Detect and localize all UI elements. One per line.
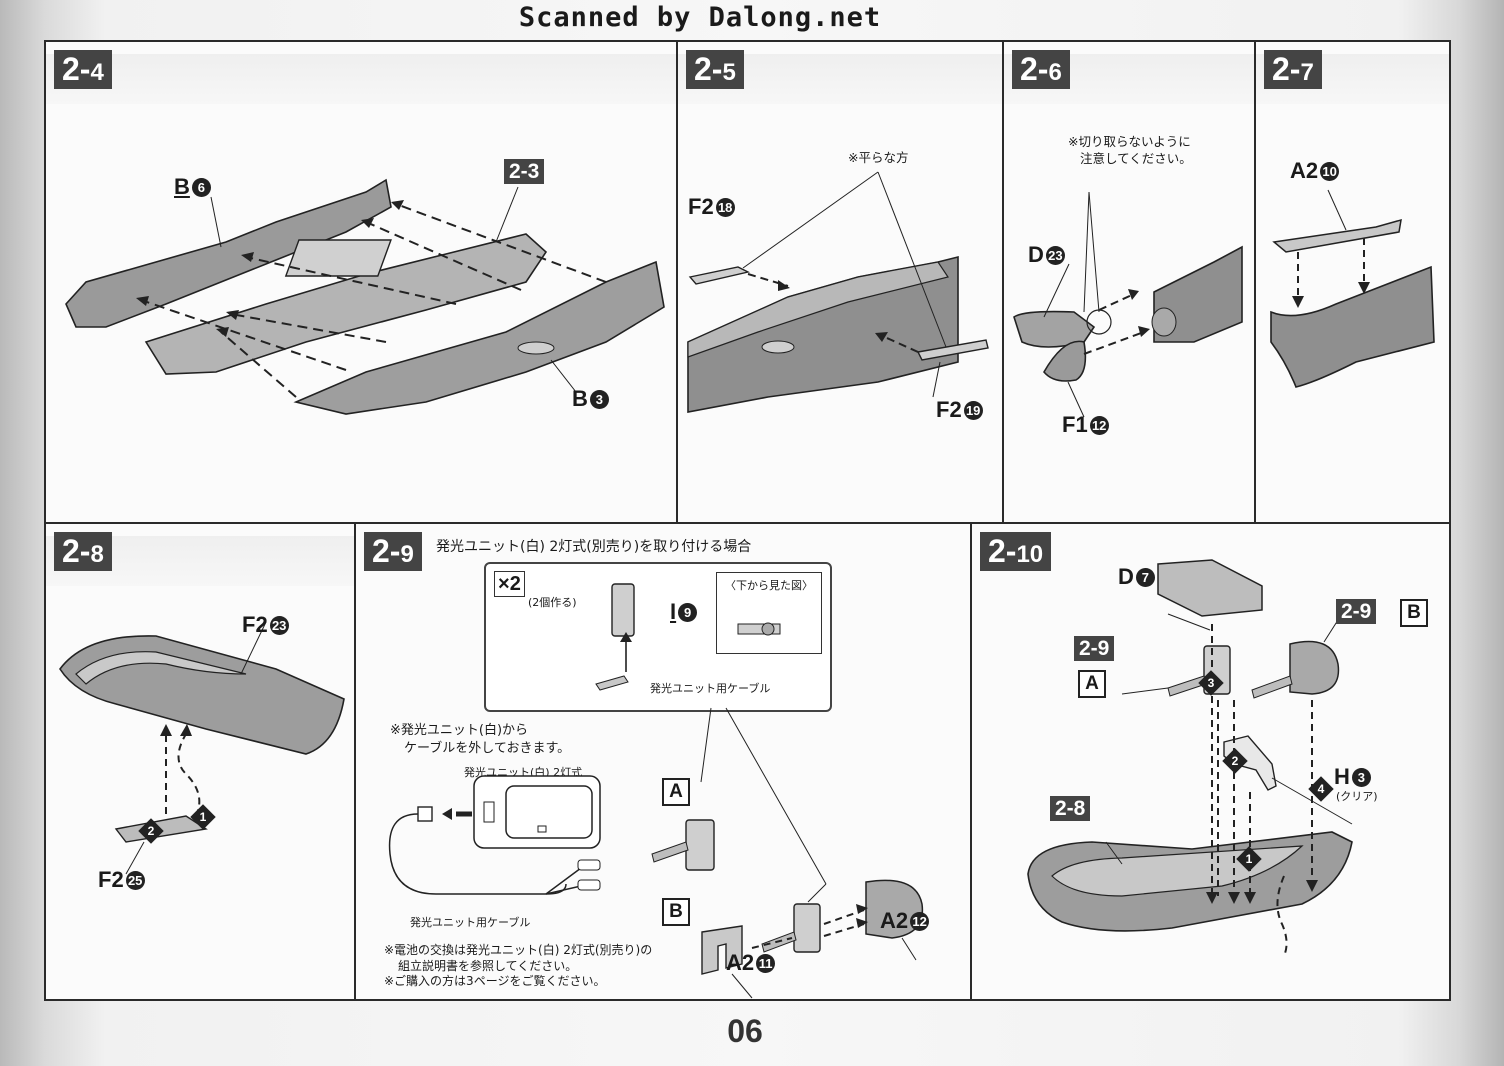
do-not-cut-note: ※切り取らないように注意してください。 bbox=[1068, 134, 1192, 166]
light-unit-title: 発光ユニット(白) 2灯式(別売り)を取り付ける場合 bbox=[436, 539, 752, 555]
make-two-mark: ×2 bbox=[494, 571, 525, 597]
order-step-3: 3 bbox=[1198, 670, 1224, 696]
order-step-2: 2 bbox=[138, 818, 164, 844]
reference-variant-b: B bbox=[1400, 599, 1428, 627]
make-two-note: (2個作る) bbox=[528, 596, 577, 609]
order-step-4: 4 bbox=[1308, 776, 1334, 802]
bow-assembly-illustration bbox=[1013, 191, 1243, 418]
deck-plate-illustration bbox=[1270, 189, 1435, 388]
panel-step-2-10: 2-10 bbox=[972, 524, 1449, 999]
reference-step-2-3: 2-3 bbox=[504, 159, 545, 184]
step-badge: 2-9 bbox=[364, 532, 422, 571]
reference-step-2-8: 2-8 bbox=[1050, 796, 1091, 821]
hull-assembly-illustration bbox=[65, 178, 665, 415]
cable-label-top: 発光ユニット用ケーブル bbox=[650, 682, 771, 695]
bottom-view-box: 〈下から見た図〉 bbox=[716, 572, 822, 654]
panel-step-2-9: 2-9 発光ユニット(白) 2灯式(別売り)を取り付ける場合 ×2 (2個作る)… bbox=[356, 524, 972, 999]
variant-b-label: B bbox=[662, 898, 690, 926]
reference-step-2-9-a: 2-9 bbox=[1074, 636, 1115, 661]
step-badge: 2-6 bbox=[1012, 50, 1070, 89]
step-badge: 2-8 bbox=[54, 532, 112, 571]
order-step-1: 1 bbox=[1236, 846, 1262, 872]
step-badge: 2-10 bbox=[980, 532, 1052, 571]
remove-cable-note: ※発光ユニット(白)からケーブルを外しておきます。 bbox=[390, 723, 571, 756]
order-step-1: 1 bbox=[190, 804, 216, 830]
stern-hull-illustration bbox=[59, 621, 345, 875]
reference-step-2-9-b: 2-9 bbox=[1336, 599, 1377, 624]
purchase-note: ※ご購入の方は3ページをご覧ください。 bbox=[384, 974, 606, 988]
bleed-through bbox=[46, 54, 676, 104]
page-number: 06 bbox=[727, 1013, 763, 1049]
clear-part-note: (クリア) bbox=[1336, 790, 1378, 803]
battery-note: ※電池の交換は発光ユニット(白) 2灯式(別売り)の組立説明書を参照してください… bbox=[384, 943, 653, 974]
variant-a-label: A bbox=[662, 778, 690, 806]
scan-banner: Scanned by Dalong.net bbox=[518, 2, 882, 33]
panel-step-2-4: 2-4 bbox=[46, 42, 678, 524]
bottom-view-label: 〈下から見た図〉 bbox=[725, 579, 813, 592]
cable-label-bottom: 発光ユニット用ケーブル bbox=[410, 916, 531, 929]
light-unit-illustration bbox=[388, 583, 924, 999]
instruction-page: 2-4 bbox=[44, 40, 1451, 1001]
step-badge: 2-5 bbox=[686, 50, 744, 89]
order-step-2: 2 bbox=[1222, 748, 1248, 774]
hull-side-illustration bbox=[687, 171, 989, 413]
step-badge: 2-4 bbox=[54, 50, 112, 89]
final-assembly-illustration bbox=[1027, 559, 1353, 957]
reference-variant-a: A bbox=[1078, 670, 1106, 698]
step-badge: 2-7 bbox=[1264, 50, 1322, 89]
flat-side-note: ※平らな方 bbox=[848, 150, 909, 165]
